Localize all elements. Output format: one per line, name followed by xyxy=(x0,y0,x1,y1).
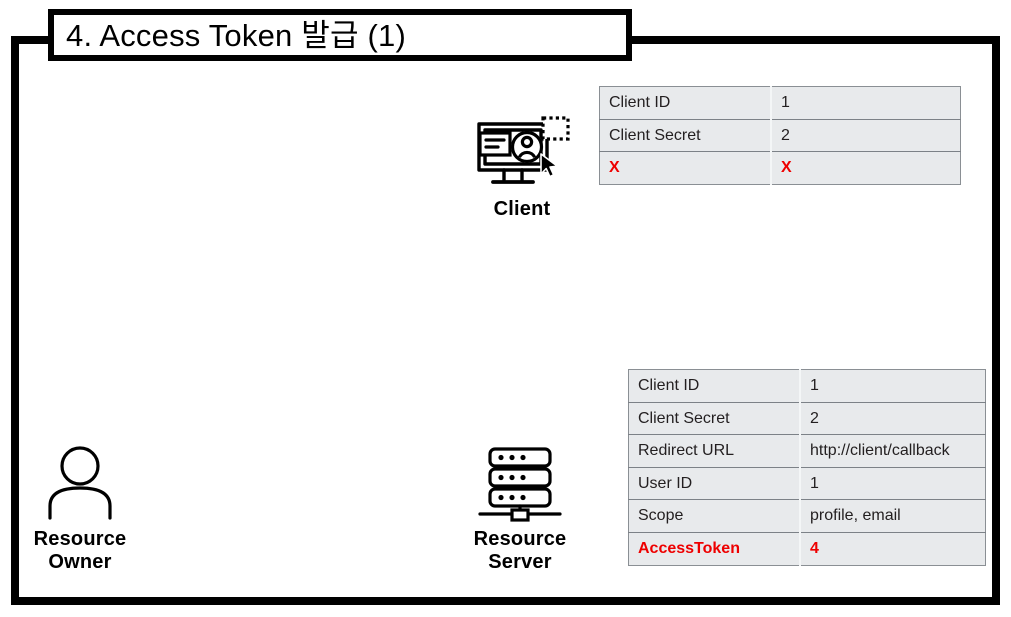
table-cell-value: profile, email xyxy=(800,499,986,533)
table-cell-key: AccessToken xyxy=(628,531,801,566)
table-cell-value: http://client/callback xyxy=(800,434,986,468)
node-resource-owner-label: Resource Owner xyxy=(33,528,127,573)
table-cell-key: Scope xyxy=(628,499,801,533)
table-cell-value: 2 xyxy=(800,401,986,436)
node-client-label: Client xyxy=(493,198,551,220)
table-cell-value: X xyxy=(771,151,961,185)
node-resource-server-label: Resource Server xyxy=(473,528,567,573)
monitor-user-icon xyxy=(471,112,573,192)
table-cell-value: 1 xyxy=(800,466,986,501)
table-cell-key: X xyxy=(599,151,772,185)
table-cell-key: Client ID xyxy=(599,86,772,120)
table-cell-value: 2 xyxy=(771,118,961,153)
node-resource-owner: Resource Owner xyxy=(18,444,142,574)
table-cell-key: Client ID xyxy=(628,369,801,403)
table-cell-value: 1 xyxy=(800,369,986,403)
table-cell-value: 4 xyxy=(800,531,986,566)
table-cell-key: Client Secret xyxy=(628,401,801,436)
table-cell-key: Redirect URL xyxy=(628,434,801,468)
person-icon xyxy=(34,444,126,522)
table-cell-key: Client Secret xyxy=(599,118,772,153)
page-title: 4. Access Token 발급 (1) xyxy=(66,17,407,53)
table-cell-value: 1 xyxy=(771,86,961,120)
table-cell-key: User ID xyxy=(628,466,801,501)
node-client: Client xyxy=(462,112,582,221)
node-resource-server: Resource Server xyxy=(458,444,582,574)
server-rack-icon xyxy=(474,444,566,522)
slide-title-plate: 4. Access Token 발급 (1) xyxy=(48,9,632,61)
